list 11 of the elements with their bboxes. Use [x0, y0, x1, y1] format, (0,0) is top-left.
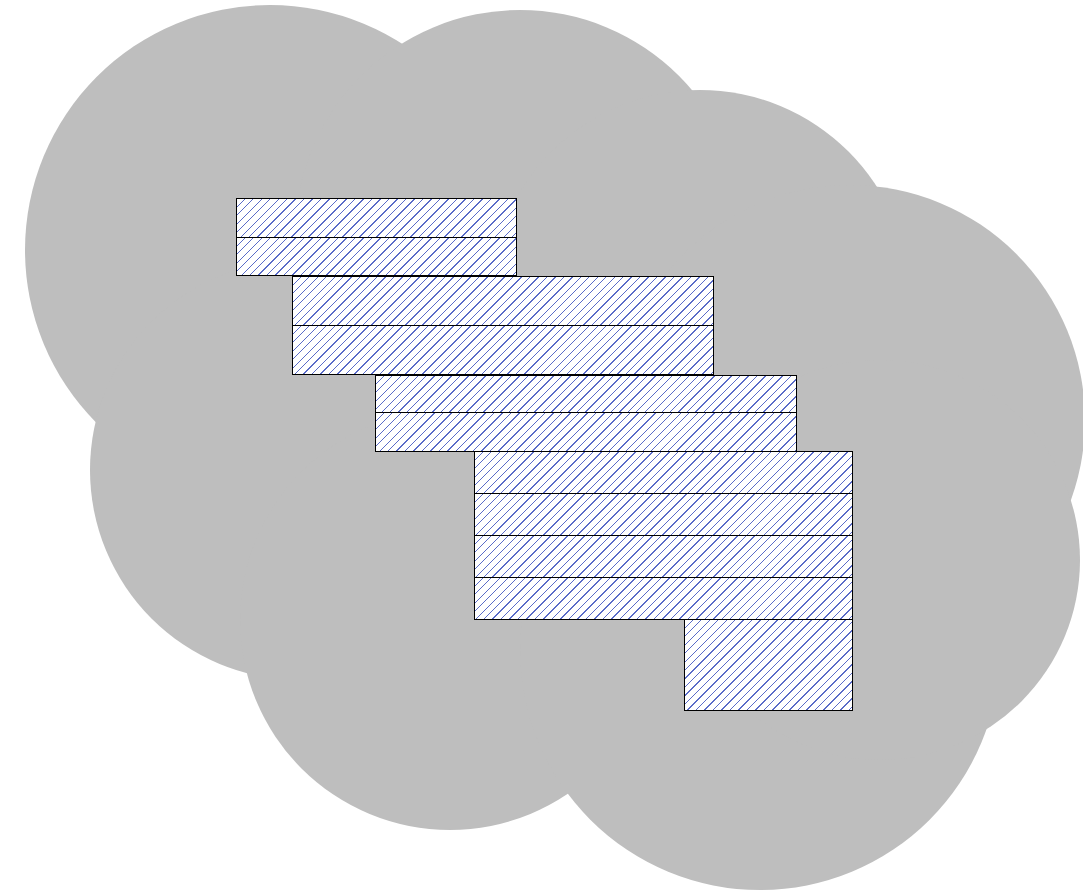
hatched-bar	[236, 198, 517, 238]
hatched-bar	[474, 451, 853, 494]
hatched-bar	[474, 577, 853, 620]
hatched-bar	[236, 237, 517, 276]
hatched-bar	[375, 412, 797, 452]
hatched-bar	[292, 325, 714, 375]
hatched-bar	[292, 276, 714, 326]
hatched-bar	[474, 493, 853, 536]
hatched-bar	[375, 375, 797, 413]
hatched-bar	[684, 619, 853, 711]
hatched-bar	[474, 535, 853, 578]
